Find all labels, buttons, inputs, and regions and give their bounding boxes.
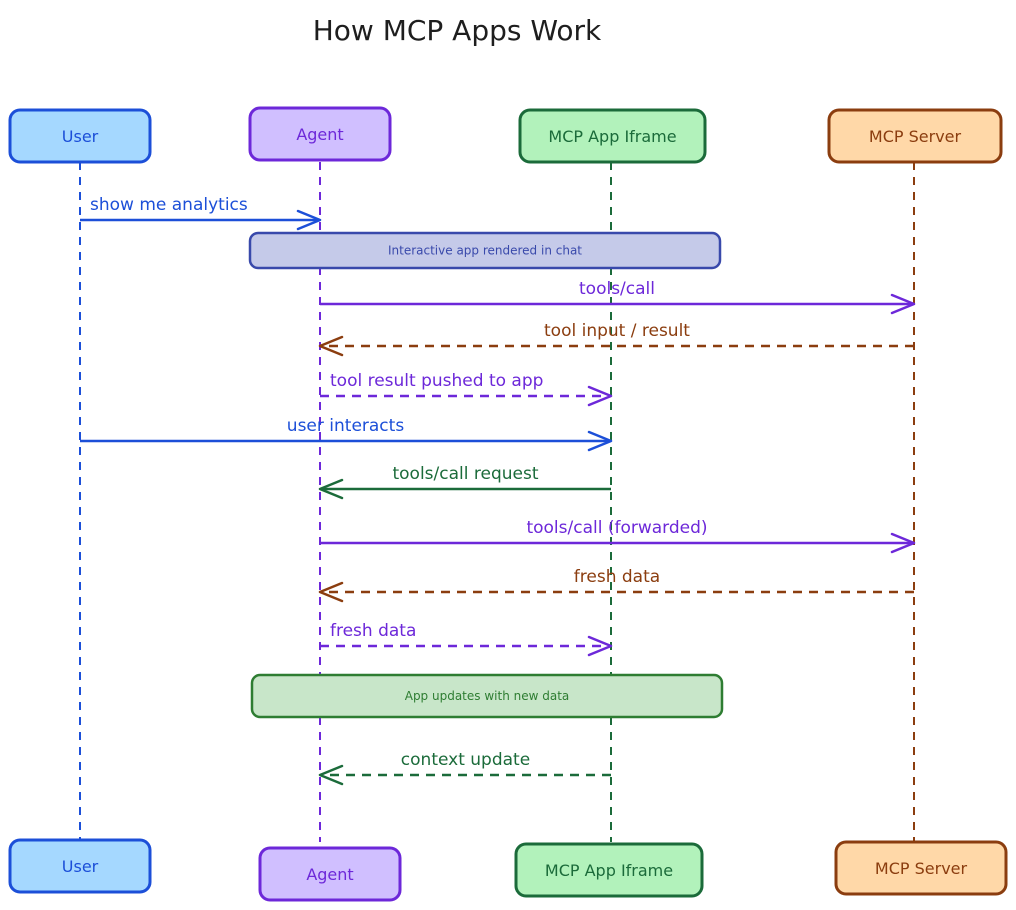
arrowhead-icon (318, 581, 344, 603)
message-tool-result-pushed-to-app: tool result pushed to app (320, 371, 613, 407)
actor-label: MCP App Iframe (548, 127, 676, 146)
actor-box (514, 842, 704, 898)
arrowhead-icon (318, 335, 344, 357)
arrowhead-icon (890, 532, 916, 554)
message-label: tool input / result (544, 321, 690, 341)
message-label: fresh data (330, 621, 416, 641)
actor-label: User (62, 857, 99, 876)
note-app-updates-with-new-data: App updates with new data (250, 673, 724, 719)
message-label: tools/call (579, 279, 655, 299)
arrowhead-icon (318, 764, 344, 786)
message-label: context update (401, 750, 530, 770)
actor-box (248, 106, 392, 162)
arrowhead-icon (890, 293, 916, 315)
message-label: tool result pushed to app (330, 371, 543, 391)
actor-agent-top: Agent (248, 106, 392, 162)
actor-agent-bottom: Agent (258, 846, 402, 902)
message-tool-input-result: tool input / result (318, 321, 914, 357)
actor-label: Agent (306, 865, 353, 884)
actor-user-top: User (8, 108, 152, 164)
actor-box (8, 108, 152, 164)
arrowhead-icon (318, 478, 344, 500)
actors-top: User Agent MCP App Iframe MCP Server (8, 106, 1003, 164)
message-show-me-analytics: show me analytics (80, 195, 322, 231)
message-fresh-data: fresh data (318, 567, 914, 603)
arrowhead-icon (296, 209, 322, 231)
actor-iframe-bottom: MCP App Iframe (514, 842, 704, 898)
actor-box (8, 838, 152, 894)
actor-label: Agent (296, 125, 343, 144)
actor-label: MCP App Iframe (545, 861, 673, 880)
arrowhead-icon (587, 385, 613, 407)
message-tools-call-request: tools/call request (318, 464, 611, 500)
note-box (250, 673, 724, 719)
note-box (248, 231, 722, 270)
message-label: show me analytics (90, 195, 248, 215)
actor-user-bottom: User (8, 838, 152, 894)
message-label: user interacts (287, 416, 405, 436)
note-interactive-app-rendered-in-chat: Interactive app rendered in chat (248, 231, 722, 270)
actor-box (518, 108, 707, 164)
arrowhead-icon (587, 635, 613, 657)
actor-box (827, 108, 1003, 164)
actor-box (834, 840, 1008, 896)
message-user-interacts: user interacts (80, 416, 613, 452)
note-label: Interactive app rendered in chat (388, 244, 582, 258)
note-label: App updates with new data (405, 689, 570, 703)
actor-server-bottom: MCP Server (834, 840, 1008, 896)
actor-label: MCP Server (869, 127, 962, 146)
message-label: tools/call (forwarded) (526, 518, 707, 538)
message-label: tools/call request (392, 464, 538, 484)
message-tools-call: tools/call (320, 279, 916, 315)
message-fresh-data: fresh data (320, 621, 613, 657)
actor-label: MCP Server (875, 859, 968, 878)
actor-iframe-top: MCP App Iframe (518, 108, 707, 164)
arrowhead-icon (587, 430, 613, 452)
message-tools-call-forwarded: tools/call (forwarded) (320, 518, 916, 554)
actor-server-top: MCP Server (827, 108, 1003, 164)
actor-box (258, 846, 402, 902)
actor-label: User (62, 127, 99, 146)
actors-bottom: User Agent MCP App Iframe MCP Server (8, 838, 1008, 902)
message-label: fresh data (574, 567, 660, 587)
diagram-title: How MCP Apps Work (313, 14, 602, 47)
message-context-update: context update (318, 750, 611, 786)
